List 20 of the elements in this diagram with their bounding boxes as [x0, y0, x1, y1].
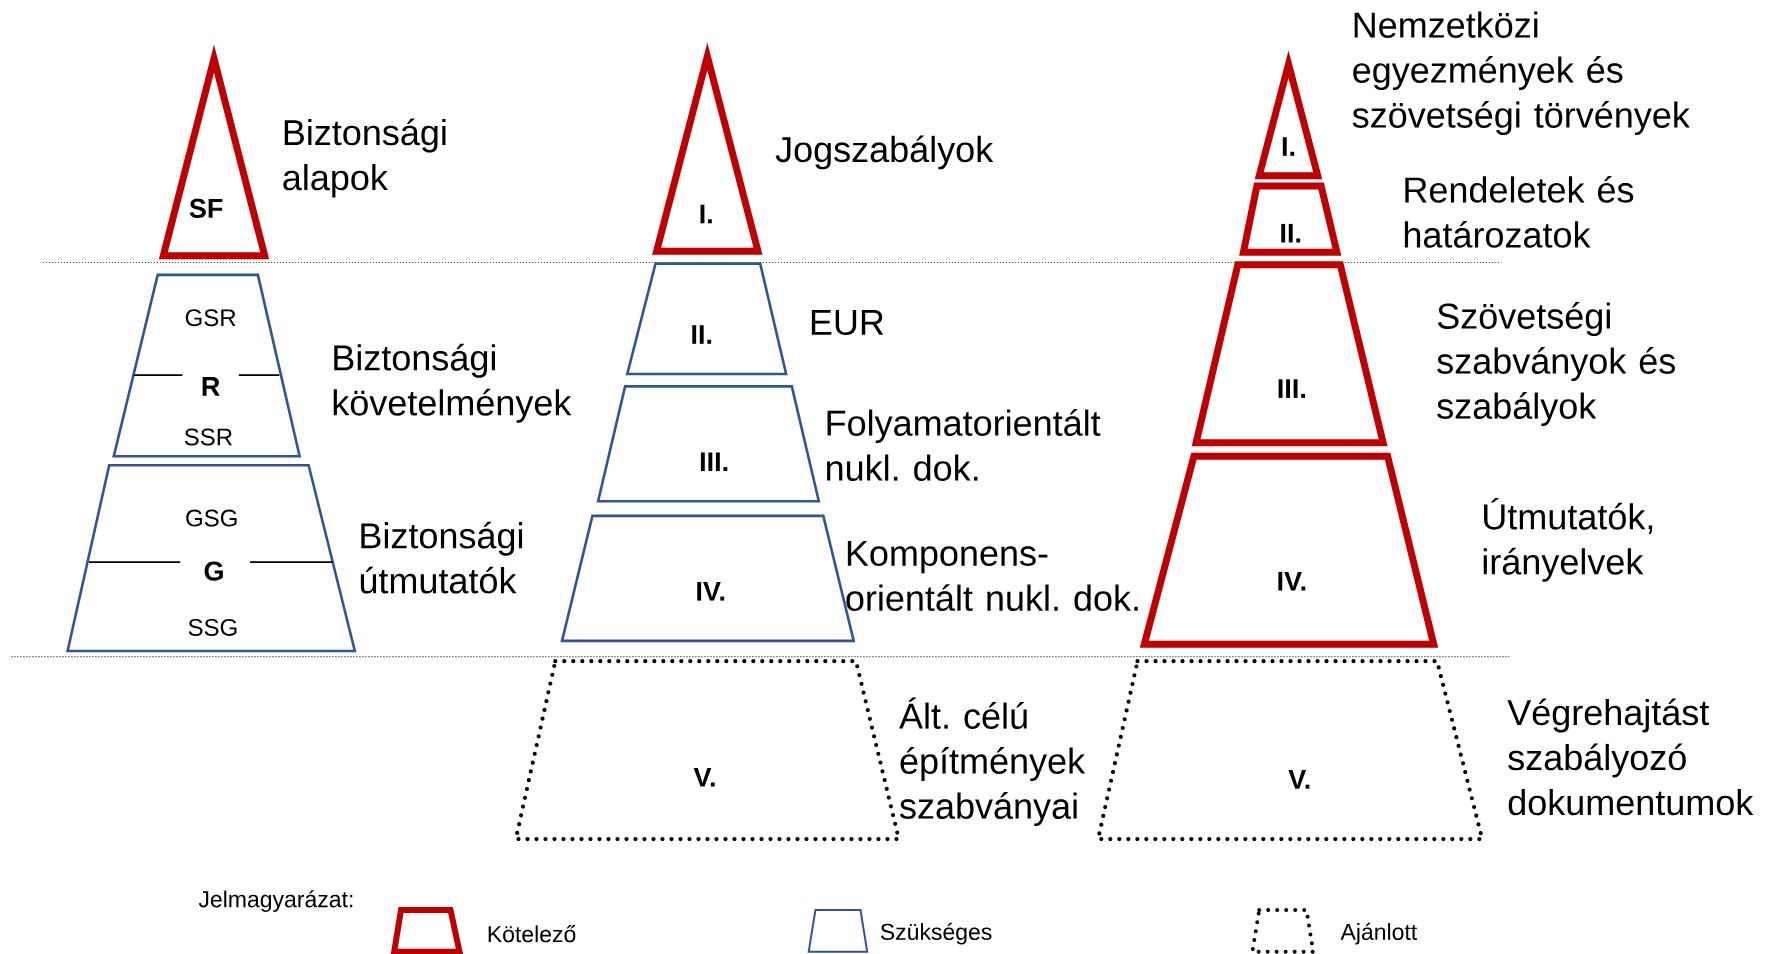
description-text: Komponens- orientált nukl. dok. [846, 540, 1138, 611]
description-text: Biztonsági alapok [283, 118, 446, 198]
legend-text: Kötelező [488, 925, 576, 943]
description-text: Jogszabályok [775, 135, 994, 170]
description-text: Nemzetközi egyezmények és szövetségi törvények [1352, 11, 1690, 136]
description-text: Ált. célú építmények szabványai [899, 697, 1086, 827]
pyramid-level: III. [596, 385, 821, 503]
legend-text: Ajánlott [1340, 922, 1418, 945]
description-text: Végrehajtást szabályozó dokumentumok [1507, 698, 1754, 816]
description-text: Rendeletek és határozatok [1404, 175, 1634, 248]
description-text: EUR [811, 310, 884, 336]
description-text: Szövetségi szabványok és szabályok [1437, 302, 1675, 427]
legend-title: Jelmagyarázat: [198, 890, 353, 912]
pyramid-level: GSR R SSR [112, 273, 302, 458]
description-text: Folyamatorientált nukl. dok. [827, 409, 1101, 481]
legend-text: Szükséges [880, 922, 992, 945]
description-text: Biztonsági követelmények [333, 343, 572, 423]
description-text: Biztonsági útmutatók [360, 521, 523, 594]
description-text: Útmutatók, irányelvek [1483, 498, 1653, 582]
pyramid-level: II. [1239, 182, 1342, 256]
